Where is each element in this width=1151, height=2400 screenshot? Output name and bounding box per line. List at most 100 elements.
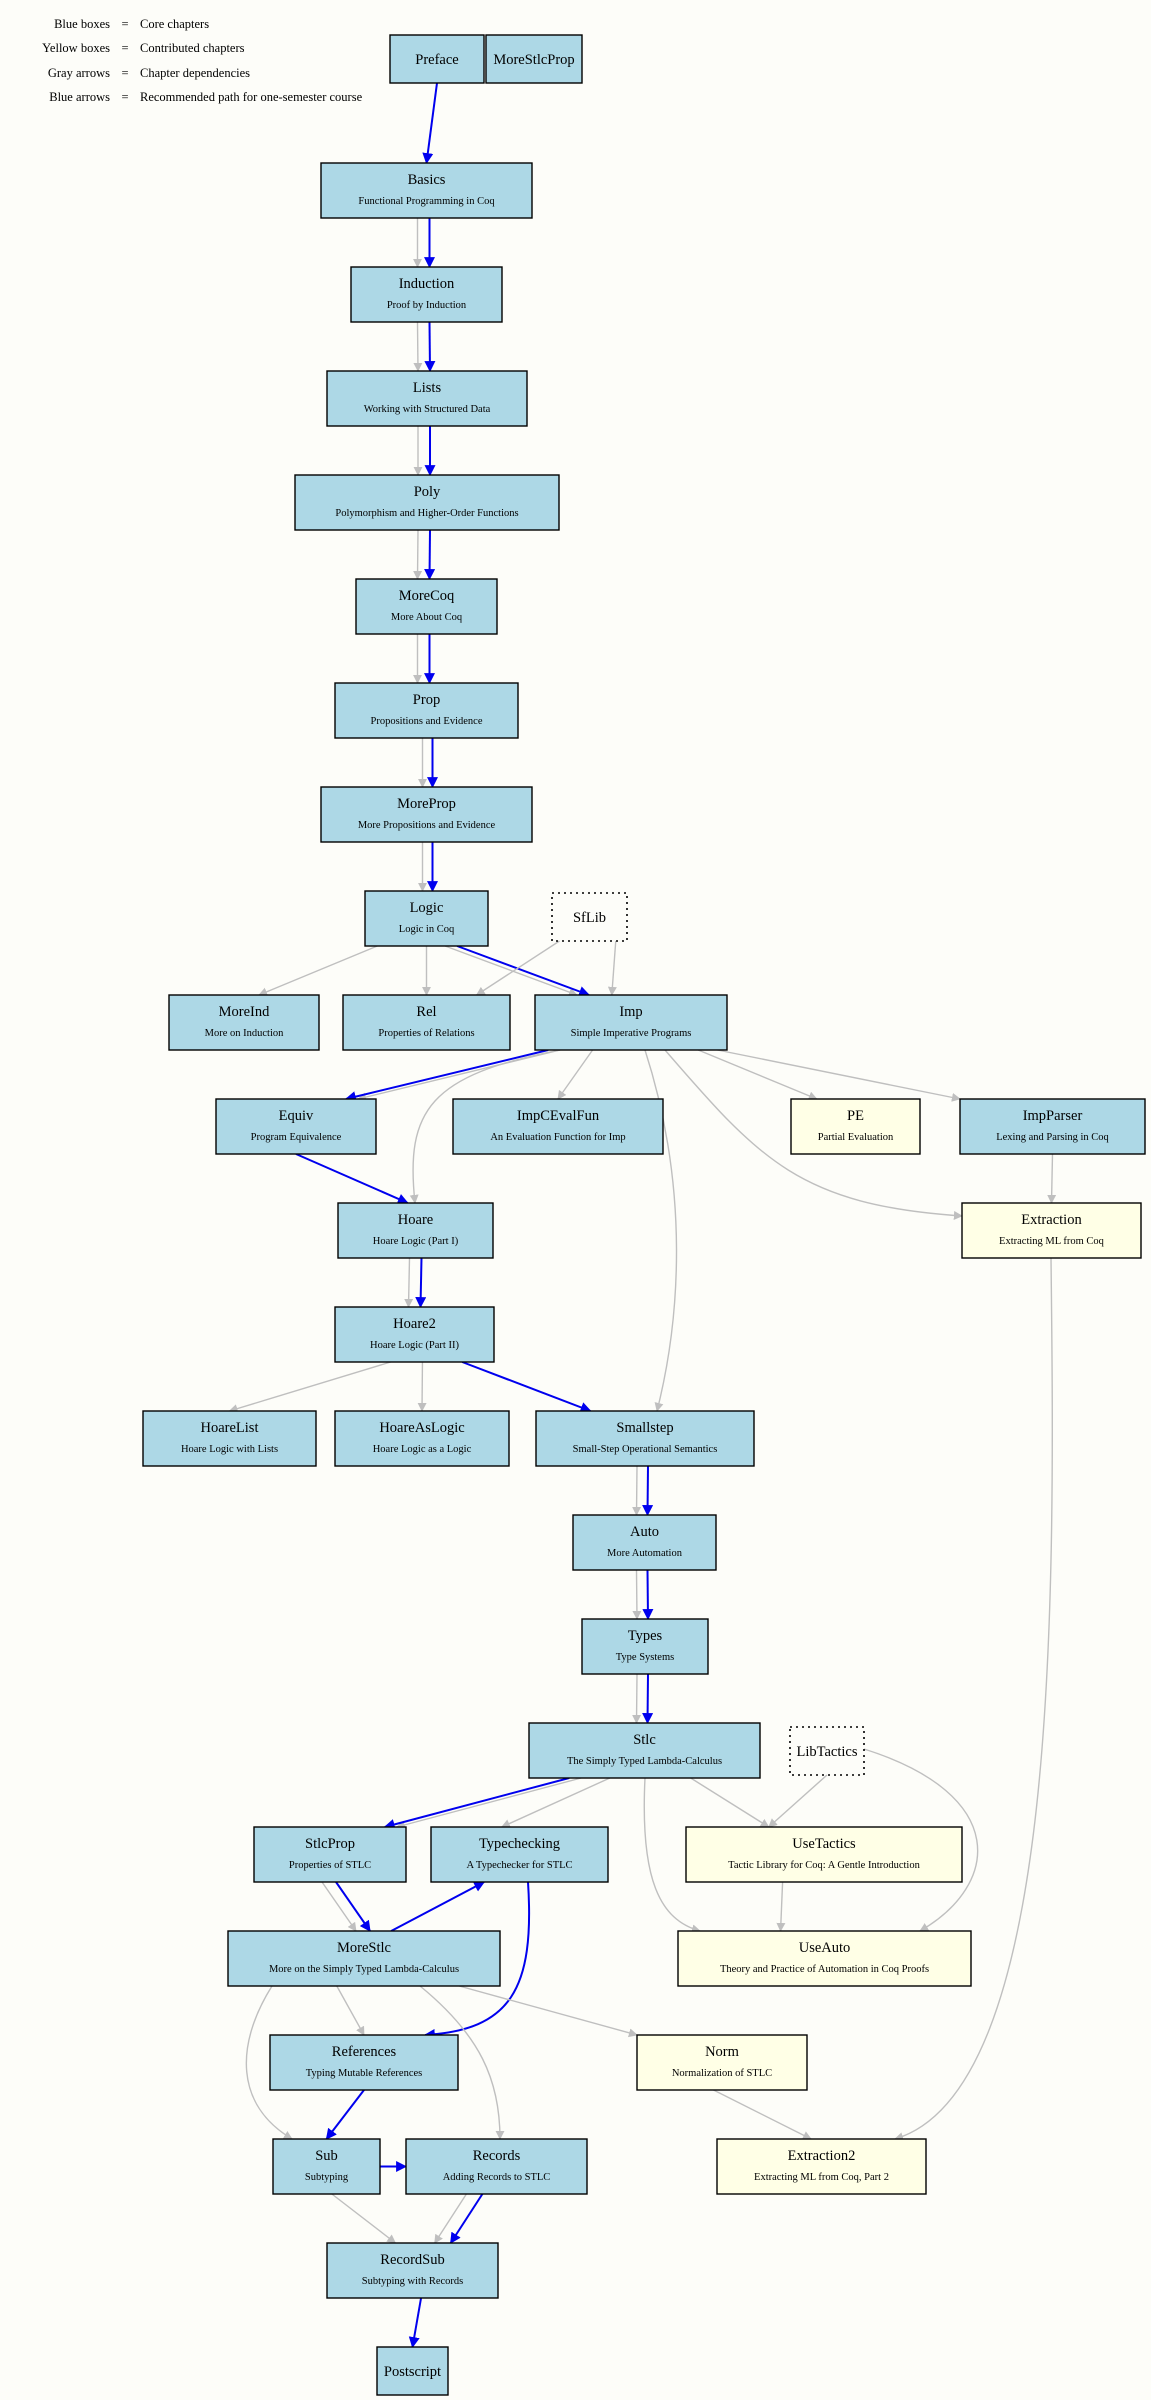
chapter-node-preface[interactable]: Preface <box>389 34 485 84</box>
chapter-title: Typechecking <box>479 1836 560 1852</box>
chapter-subtitle: Propositions and Evidence <box>371 716 483 727</box>
chapter-box <box>355 578 498 635</box>
chapter-node-sflib[interactable]: SfLib <box>551 892 628 942</box>
dependency-arrow-induction-to-lists <box>413 321 423 372</box>
dependency-arrow-morestlc-to-references <box>336 1985 365 2036</box>
chapter-node-libtactics[interactable]: LibTactics <box>789 1726 865 1776</box>
chapter-subtitle: Proof by Induction <box>387 300 467 311</box>
chapter-subtitle: Subtyping <box>305 2172 349 2183</box>
chapter-title: MoreStlc <box>337 1940 391 1956</box>
dependency-arrow-usetactics-to-useauto <box>776 1881 786 1932</box>
chapter-box <box>405 2138 588 2195</box>
recommended-arrow-equiv-to-hoare <box>295 1153 409 1205</box>
chapter-title: UseTactics <box>792 1836 856 1852</box>
chapter-box <box>430 1826 609 1883</box>
chapter-title: Records <box>473 2148 521 2164</box>
chapter-box <box>636 2034 808 2091</box>
recommended-arrow-logic-to-imp <box>456 945 591 997</box>
chapter-title: Sub <box>315 2148 338 2164</box>
chapter-node-postscript[interactable]: Postscript <box>376 2346 449 2396</box>
chapter-box <box>294 474 560 531</box>
dependency-arrow-norm-to-extraction2 <box>713 2089 812 2140</box>
recommended-arrow-imp-to-equiv <box>344 1049 549 1103</box>
dependency-arrow-sflib-to-rel <box>475 940 560 996</box>
chapter-subtitle: The Simply Typed Lambda-Calculus <box>567 1756 722 1767</box>
dependency-arrow-stlcprop-to-morestlc <box>321 1881 357 1932</box>
chapter-subtitle: Adding Records to STLC <box>443 2172 551 2183</box>
dependency-arrow-auto-to-types <box>632 1569 642 1620</box>
chapter-title: HoareList <box>201 1420 259 1436</box>
chapter-title: ImpParser <box>1023 1108 1083 1124</box>
chapter-box <box>337 1202 494 1259</box>
chapter-title: Lists <box>413 380 442 396</box>
recommended-arrow-records-to-recordsub <box>449 2193 484 2244</box>
chapter-subtitle: More Propositions and Evidence <box>358 820 496 831</box>
legend-equals: = <box>121 65 129 80</box>
chapter-box <box>364 890 489 947</box>
chapter-subtitle: Small-Step Operational Semantics <box>573 1444 718 1455</box>
chapter-box <box>253 1826 407 1883</box>
dependency-arrow-libtactics-to-usetactics <box>768 1774 828 1828</box>
chapter-box <box>334 1410 510 1467</box>
chapter-title: Hoare2 <box>393 1316 436 1332</box>
dependency-arrow-stlc-to-usetactics <box>690 1777 770 1828</box>
chapter-title: LibTactics <box>797 1744 858 1760</box>
chapter-box <box>790 1098 921 1155</box>
chapter-title: Prop <box>413 692 440 708</box>
chapter-subtitle: Logic in Coq <box>399 924 455 935</box>
chapter-subtitle: Lexing and Parsing in Coq <box>996 1132 1109 1143</box>
chapter-title: Induction <box>399 276 455 292</box>
chapter-title: MoreInd <box>219 1004 270 1020</box>
chapter-subtitle: Partial Evaluation <box>818 1132 894 1143</box>
edges-layer <box>228 82 1057 2349</box>
chapter-title: ImpCEvalFun <box>517 1108 600 1124</box>
chapter-box <box>716 2138 927 2195</box>
recommended-arrow-references-to-sub <box>325 2089 365 2140</box>
dependency-arrow-sflib-to-imp <box>607 940 617 996</box>
chapter-title: Basics <box>408 172 446 188</box>
chapter-box <box>452 1098 664 1155</box>
chapter-box <box>334 1306 495 1363</box>
chapter-title: Preface <box>415 52 458 68</box>
chapter-node-morestlcprop[interactable]: MoreStlcProp <box>485 34 583 84</box>
legend-row-blue-boxes: Blue boxes = Core chapters <box>0 12 380 37</box>
chapter-subtitle: Working with Structured Data <box>364 404 491 415</box>
